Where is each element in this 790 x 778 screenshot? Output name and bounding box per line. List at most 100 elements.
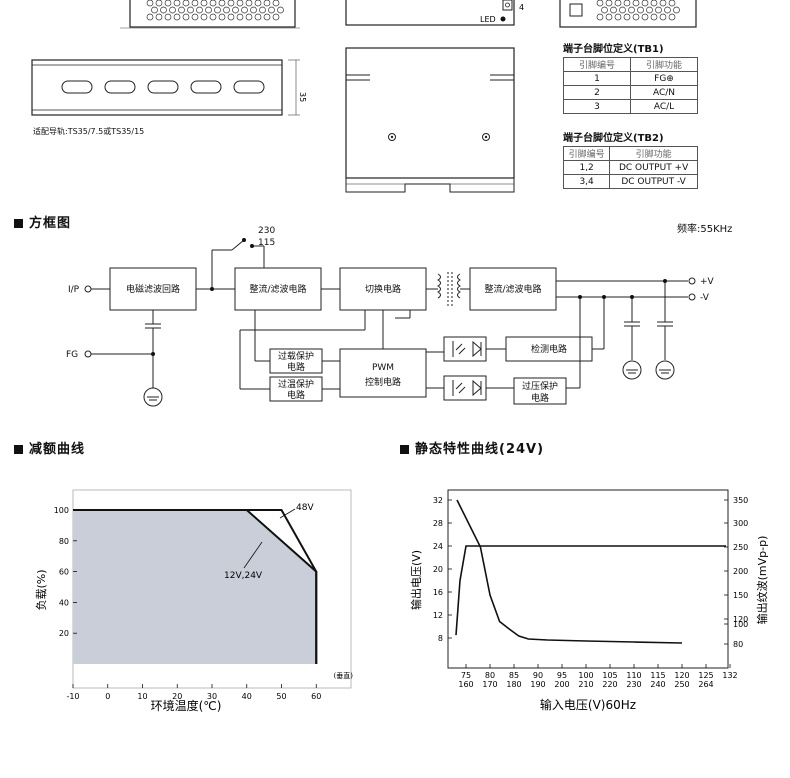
vent-hole (263, 13, 271, 21)
section-marker-icon (400, 445, 409, 454)
vent-hole (668, 0, 676, 7)
v230-label: 230 (258, 226, 275, 236)
derating-unit-note: (垂直) (334, 671, 354, 680)
vent-hole (205, 6, 212, 14)
vent-hole (155, 0, 163, 7)
dim-35: 35 (298, 92, 307, 102)
y-tick-label: 40 (59, 598, 69, 607)
x-tick-label: 20 (172, 692, 182, 701)
vent-pattern (146, 0, 284, 21)
negative-output-label: -V (700, 293, 710, 303)
static-title-text: 静态特性曲线(24V) (415, 442, 545, 457)
rail-note: 适配导轨:TS35/7.5或TS35/15 (33, 127, 145, 136)
y-tick-label: 8 (438, 634, 443, 643)
tb2-title: 端子台脚位定义(TB2) (563, 133, 664, 144)
block-diagram-title-text: 方框图 (29, 216, 72, 231)
vent-hole (619, 6, 626, 14)
vent-hole (614, 0, 622, 7)
x-tick-label-bottom: 240 (650, 680, 665, 689)
vent-hole (673, 6, 680, 14)
vent-hole (236, 13, 244, 21)
y-tick-label: 20 (59, 629, 69, 638)
x-tick-label-top: 80 (485, 671, 495, 680)
tb1-func: AC/N (630, 85, 698, 100)
x-tick-label: 40 (242, 692, 252, 701)
section-marker-icon (14, 219, 23, 228)
vent-pattern (596, 0, 680, 21)
vent-hole (196, 6, 203, 14)
module-side-view: LED 4 (345, 0, 524, 26)
pwm-block-line2: 控制电路 (365, 376, 401, 388)
otp-block-line2: 电路 (287, 389, 305, 401)
vent-hole (209, 13, 217, 21)
output-voltage-line (455, 545, 726, 636)
y-tick-label: 60 (59, 568, 69, 577)
static-ylabel-right: 输出纹波(mVp-p) (755, 536, 769, 625)
x-tick-label-top: 75 (461, 671, 471, 680)
vent-hole (277, 6, 284, 14)
vent-hole (155, 13, 163, 21)
y-tick-label: 24 (433, 542, 443, 551)
vent-hole (218, 13, 226, 21)
x-tick-label: 0 (105, 692, 110, 701)
y-right-tick-label: 300 (733, 519, 748, 528)
vent-hole (254, 0, 262, 7)
tb1-header-no: 引脚编号 (563, 57, 631, 72)
series-12v-24v-area (73, 510, 317, 664)
dim-4: 4 (519, 3, 524, 12)
tb1-pin: 1 (563, 71, 631, 86)
vent-hole (160, 6, 167, 14)
module-front-view (120, 0, 300, 29)
derating-xlabel: 环境温度(℃) (151, 698, 222, 713)
x-tick-label-bottom: 180 (506, 680, 521, 689)
x-tick-label: 60 (311, 692, 321, 701)
derating-title: 减额曲线 (14, 438, 85, 457)
vent-hole (646, 6, 653, 14)
x-tick-label-top: 110 (626, 671, 641, 680)
vent-hole (227, 0, 235, 7)
static-title: 静态特性曲线(24V) (400, 438, 544, 457)
vent-hole (605, 13, 613, 21)
vent-hole (272, 0, 280, 7)
vent-hole (164, 13, 172, 21)
vent-hole (187, 6, 194, 14)
tb2-func: DC OUTPUT -V (609, 174, 698, 189)
vent-hole (241, 6, 248, 14)
frequency-label: 频率:55KHz (677, 224, 733, 235)
led-label: LED (480, 15, 496, 24)
vent-hole (263, 0, 271, 7)
vent-hole (605, 0, 613, 7)
vent-hole (227, 13, 235, 21)
x-tick-label: 10 (137, 692, 147, 701)
x-tick-label-bottom: 170 (482, 680, 497, 689)
vent-hole (268, 6, 275, 14)
derating-ylabel: 负载(%) (34, 569, 48, 610)
x-tick-label-bottom: 264 (698, 680, 713, 689)
y-tick-label: 12 (433, 611, 443, 620)
y-tick-label: 32 (433, 496, 443, 505)
vent-hole (250, 6, 257, 14)
y-tick-label: 20 (433, 565, 443, 574)
vent-hole (650, 0, 658, 7)
vent-hole (223, 6, 230, 14)
x-tick-label-bottom: 200 (554, 680, 569, 689)
vent-hole (632, 0, 640, 7)
y-right-tick-label: 350 (733, 496, 748, 505)
vent-hole (601, 6, 608, 14)
tb1-func: AC/L (630, 99, 698, 114)
emi-filter-block: 电磁滤波回路 (126, 283, 180, 295)
x-tick-label: 30 (207, 692, 217, 701)
module-right-view (559, 0, 697, 28)
label-12v-24v: 12V,24V (224, 571, 263, 581)
tb2-func: DC OUTPUT +V (609, 160, 698, 175)
vent-hole (641, 13, 649, 21)
static-plot-frame (447, 489, 729, 669)
tb1-pin: 2 (563, 85, 631, 100)
static-ylabel-left: 输出电压(V) (409, 550, 423, 610)
